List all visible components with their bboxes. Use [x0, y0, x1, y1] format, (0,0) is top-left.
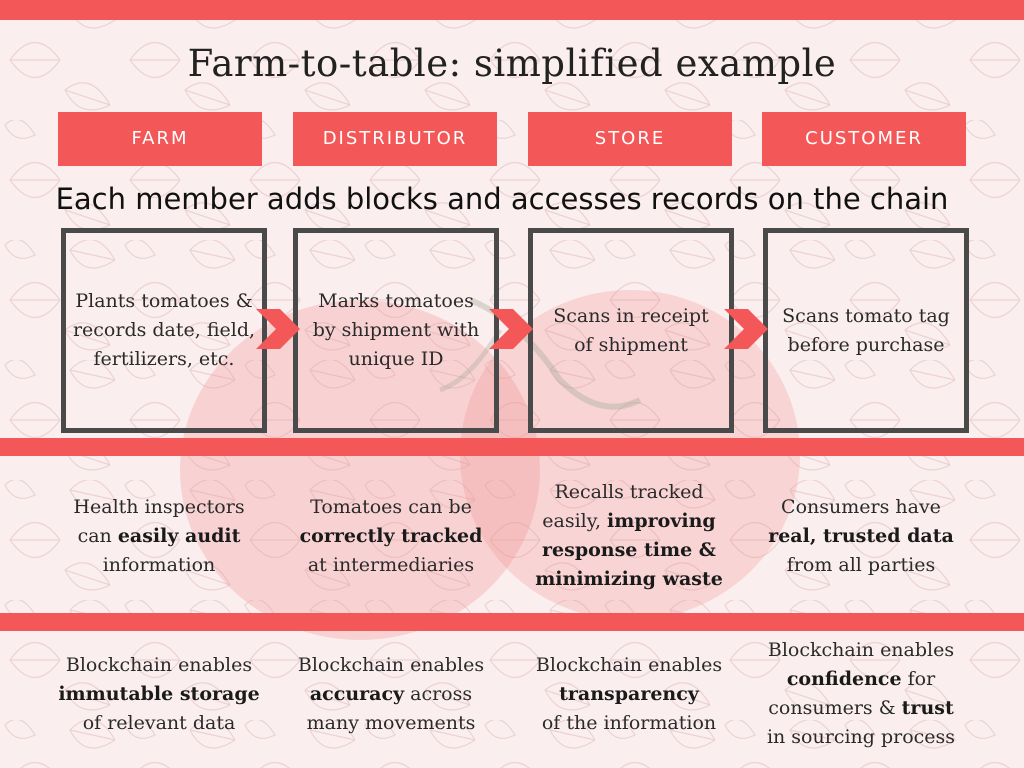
enabler-distributor: Blockchain enables accuracy across many …: [274, 636, 508, 752]
page-title: Farm-to-table: simplified example: [187, 42, 837, 85]
benefit-distributor: Tomatoes can be correctly tracked at int…: [274, 478, 508, 594]
chevron-right-icon: [724, 309, 768, 349]
enabler-line: Blockchain enables: [65, 653, 253, 676]
enabler-line: of relevant data: [82, 711, 236, 734]
role-farm-label: FARM: [58, 112, 262, 166]
role-distributor-label: DISTRIBUTOR: [293, 112, 497, 166]
stage-line: before purchase: [787, 333, 945, 356]
enabler-line: immutable storage: [58, 682, 260, 705]
benefit-customer: Consumers have real, trusted data from a…: [744, 478, 978, 594]
benefit-store: Recalls tracked easily, improving respon…: [512, 478, 746, 594]
enabler-farm: Blockchain enables immutable storage of …: [42, 636, 276, 752]
enabler-line: Blockchain enables: [767, 639, 955, 661]
enabler-store: Blockchain enables transparency of the i…: [512, 636, 746, 752]
benefit-line: minimizing waste: [535, 568, 723, 590]
benefit-line: Consumers have: [781, 495, 941, 518]
subtitle: Each member adds blocks and accesses rec…: [55, 182, 949, 216]
stage-line: Plants tomatoes &: [75, 290, 253, 312]
benefit-line: information: [102, 553, 216, 576]
stage-box-store: Scans in receipt of shipment: [528, 228, 734, 433]
benefit-line: Recalls tracked: [554, 481, 704, 503]
benefit-line: Health inspectors: [73, 495, 245, 518]
stage-line: of shipment: [574, 333, 688, 356]
enabler-line: Blockchain enables: [297, 653, 485, 676]
middle-accent-bar: [0, 438, 1024, 456]
enabler-line: accuracy across: [309, 682, 473, 705]
stage-text-farm: Plants tomatoes & records date, field, f…: [66, 287, 262, 374]
stage-line: Scans tomato tag: [782, 304, 950, 327]
benefit-farm: Health inspectors can easily audit infor…: [42, 478, 276, 594]
stage-text-distributor: Marks tomatoes by shipment with unique I…: [298, 287, 494, 374]
stage-line: by shipment with: [312, 319, 480, 341]
enabler-line: confidence for: [786, 668, 936, 690]
enabler-line: in sourcing process: [766, 726, 956, 748]
stage-line: records date, field,: [72, 319, 256, 341]
chevron-right-icon: [489, 309, 533, 349]
enabler-line: consumers & trust: [768, 697, 954, 719]
lower-accent-bar: [0, 613, 1024, 631]
enabler-line: of the information: [541, 711, 717, 734]
stage-line: unique ID: [348, 348, 444, 370]
role-customer-label: CUSTOMER: [762, 112, 966, 166]
stage-box-distributor: Marks tomatoes by shipment with unique I…: [293, 228, 499, 433]
enabler-line: Blockchain enables: [535, 653, 723, 676]
stage-box-farm: Plants tomatoes & records date, field, f…: [61, 228, 267, 433]
benefit-line: correctly tracked: [299, 524, 483, 547]
benefit-line: Tomatoes can be: [310, 495, 472, 518]
benefit-line: can easily audit: [77, 524, 241, 547]
stage-box-customer: Scans tomato tag before purchase: [763, 228, 969, 433]
benefit-line: easily, improving: [542, 510, 716, 532]
stage-line: Scans in receipt: [553, 304, 709, 327]
top-accent-bar: [0, 0, 1024, 20]
benefit-line: from all parties: [786, 553, 936, 576]
enabler-line: many movements: [306, 711, 476, 734]
benefit-line: response time &: [542, 539, 716, 561]
stage-line: Marks tomatoes: [318, 290, 474, 312]
stage-line: fertilizers, etc.: [93, 348, 235, 370]
chevron-right-icon: [256, 309, 300, 349]
benefit-line: real, trusted data: [768, 524, 954, 547]
benefit-line: at intermediaries: [307, 553, 475, 576]
enabler-customer: Blockchain enables confidence for consum…: [744, 636, 978, 752]
stage-text-customer: Scans tomato tag before purchase: [768, 302, 964, 360]
enabler-line: transparency: [559, 682, 699, 705]
role-store-label: STORE: [528, 112, 732, 166]
stage-text-store: Scans in receipt of shipment: [533, 302, 729, 360]
